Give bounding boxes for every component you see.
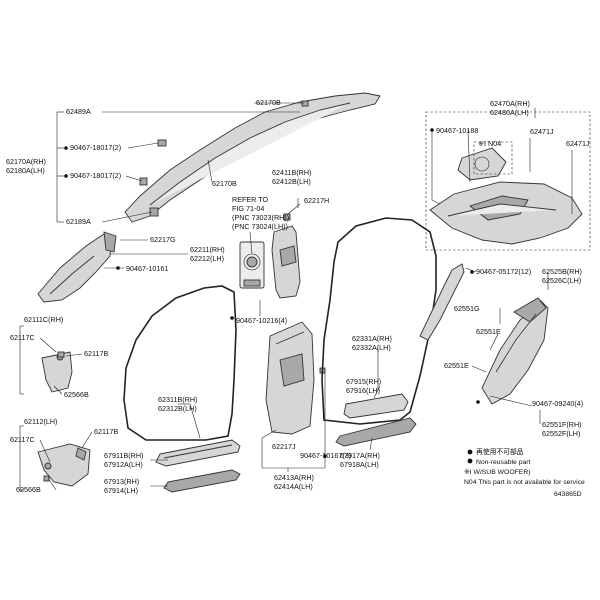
figure-id: 643865D bbox=[554, 491, 582, 498]
label-62311b: 62311B(RH) bbox=[158, 395, 197, 404]
label-62566b-top: 62566B bbox=[64, 390, 89, 399]
label-62170b-top: 62170B bbox=[256, 98, 281, 107]
rear-scuff-plate bbox=[343, 393, 409, 419]
label-90467-09240: 90467-09240(4) bbox=[532, 399, 583, 408]
label-62212: 62212(LH) bbox=[190, 254, 224, 263]
label-67911b: 67911B(RH) bbox=[104, 451, 143, 460]
label-62411b: 62411B(RH) bbox=[272, 168, 311, 177]
label-67916: 67916(LH) bbox=[346, 386, 380, 395]
label-62217h: 62217H bbox=[304, 196, 329, 205]
rear-scuff-plate-inner bbox=[335, 417, 417, 447]
label-62170a: 62170A(RH) bbox=[6, 157, 46, 166]
label-62189a: 62189A bbox=[66, 217, 91, 226]
label-62180a: 62180A(LH) bbox=[6, 166, 45, 175]
label-62217g: 62217G bbox=[150, 235, 176, 244]
label-90467-18017-a: 90467-18017(2) bbox=[70, 143, 121, 152]
center-pillar-upper bbox=[271, 213, 301, 299]
n04-box bbox=[473, 141, 513, 175]
label-90467-10167: 90467-10167(3) bbox=[300, 451, 351, 460]
refer-line-4: (PNC 73024(LH)) bbox=[232, 222, 288, 231]
label-62566b-bot: 62566B bbox=[16, 485, 41, 494]
label-62331a: 62331A(RH) bbox=[352, 334, 392, 343]
label-62414a: 62414A(LH) bbox=[274, 482, 313, 491]
cowl-side-trim-lh bbox=[37, 443, 91, 487]
label-n04-mark: ※I N04 bbox=[478, 139, 501, 148]
label-62117c-bot: 62117C bbox=[10, 435, 35, 444]
label-90467-10161: 90467-10161 bbox=[126, 264, 168, 273]
label-62117b-top: 62117B bbox=[84, 349, 108, 358]
front-scuff-plate-inner bbox=[163, 469, 241, 493]
leader-lines bbox=[19, 102, 573, 491]
rear-pillar-garnish bbox=[481, 297, 549, 405]
label-62552f: 62552F(LH) bbox=[542, 429, 580, 438]
label-67917a: 67917A(RH) bbox=[340, 451, 380, 460]
fastener-dots bbox=[64, 128, 480, 464]
label-62112: 62112(LH) bbox=[24, 417, 57, 426]
roof-side-garnish bbox=[124, 92, 381, 223]
label-90467-05172: 90467-05172(12) bbox=[476, 267, 531, 276]
front-door-weatherstrip bbox=[123, 285, 237, 441]
legend: 再使用不可部品 Non-reusable part ※I W/SUB WOOFE… bbox=[464, 447, 585, 498]
legend-n04: N04 This part is not available for servi… bbox=[464, 479, 585, 486]
label-62470a: 62470A(RH) bbox=[490, 99, 530, 108]
label-62312b: 62312B(LH) bbox=[158, 404, 197, 413]
label-62170b-mid: 62170B bbox=[212, 179, 237, 188]
speaker-bracket bbox=[239, 241, 265, 289]
front-pillar-garnish bbox=[37, 231, 117, 303]
label-62117b-bot: 62117B bbox=[94, 427, 118, 436]
legend-subwoofer: ※I W/SUB WOOFER) bbox=[464, 469, 531, 476]
roof-side-inner-garnish bbox=[419, 263, 465, 341]
label-62332a: 62332A(LH) bbox=[352, 343, 391, 352]
refer-line-1: REFER TO bbox=[232, 195, 268, 204]
label-67913: 67913(RH) bbox=[104, 477, 139, 486]
refer-line-2: FIG 71-04 bbox=[232, 204, 264, 213]
front-scuff-plate bbox=[155, 439, 241, 467]
label-62413a: 62413A(RH) bbox=[274, 473, 314, 482]
part-labels: 62489A 62170B 90467-18017(2) 62170A(RH) … bbox=[6, 98, 590, 495]
legend-nonreusable: Non-reusable part bbox=[476, 459, 531, 466]
refer-line-3: (PNC 73023(RH)) bbox=[232, 213, 289, 222]
label-62471j-b: 62471J bbox=[566, 139, 590, 148]
label-90467-10188: 90467-10188 bbox=[436, 126, 478, 135]
label-62217j: 62217J bbox=[272, 442, 296, 451]
label-62525b: 62525B(RH) bbox=[542, 267, 582, 276]
label-62551g: 62551G bbox=[454, 304, 480, 313]
label-67915: 67915(RH) bbox=[346, 377, 381, 386]
speaker-grille bbox=[457, 147, 507, 181]
label-62412b: 62412B(LH) bbox=[272, 177, 311, 186]
label-67914: 67914(LH) bbox=[104, 486, 138, 495]
label-90467-10216: 90467-10216(4) bbox=[236, 316, 287, 325]
package-tray-trim bbox=[429, 181, 583, 245]
label-62551f: 62551F(RH) bbox=[542, 420, 582, 429]
center-pillar-lower bbox=[265, 321, 326, 435]
label-62111c: 62111C(RH) bbox=[24, 315, 63, 324]
label-62471j-a: 62471J bbox=[530, 127, 554, 136]
label-62551e-a: 62551E bbox=[476, 327, 501, 336]
legend-reuse-jp: 再使用不可部品 bbox=[476, 447, 524, 456]
label-62489a: 62489A bbox=[66, 107, 91, 116]
label-62526c: 62526C(LH) bbox=[542, 276, 581, 285]
nonreusable-dot-icon bbox=[467, 449, 473, 455]
label-67918a: 67918A(LH) bbox=[340, 460, 379, 469]
label-62211: 62211(RH) bbox=[190, 245, 225, 254]
cowl-side-trim-rh bbox=[41, 351, 73, 393]
label-90467-18017-b: 90467-18017(2) bbox=[70, 171, 121, 180]
rear-door-weatherstrip bbox=[321, 217, 437, 425]
label-67912a: 67912A(LH) bbox=[104, 460, 143, 469]
package-tray-frame bbox=[425, 111, 591, 251]
label-62480a: 62480A(LH) bbox=[490, 108, 529, 117]
label-62117c-top: 62117C bbox=[10, 333, 35, 342]
label-62551e-b: 62551E bbox=[444, 361, 469, 370]
